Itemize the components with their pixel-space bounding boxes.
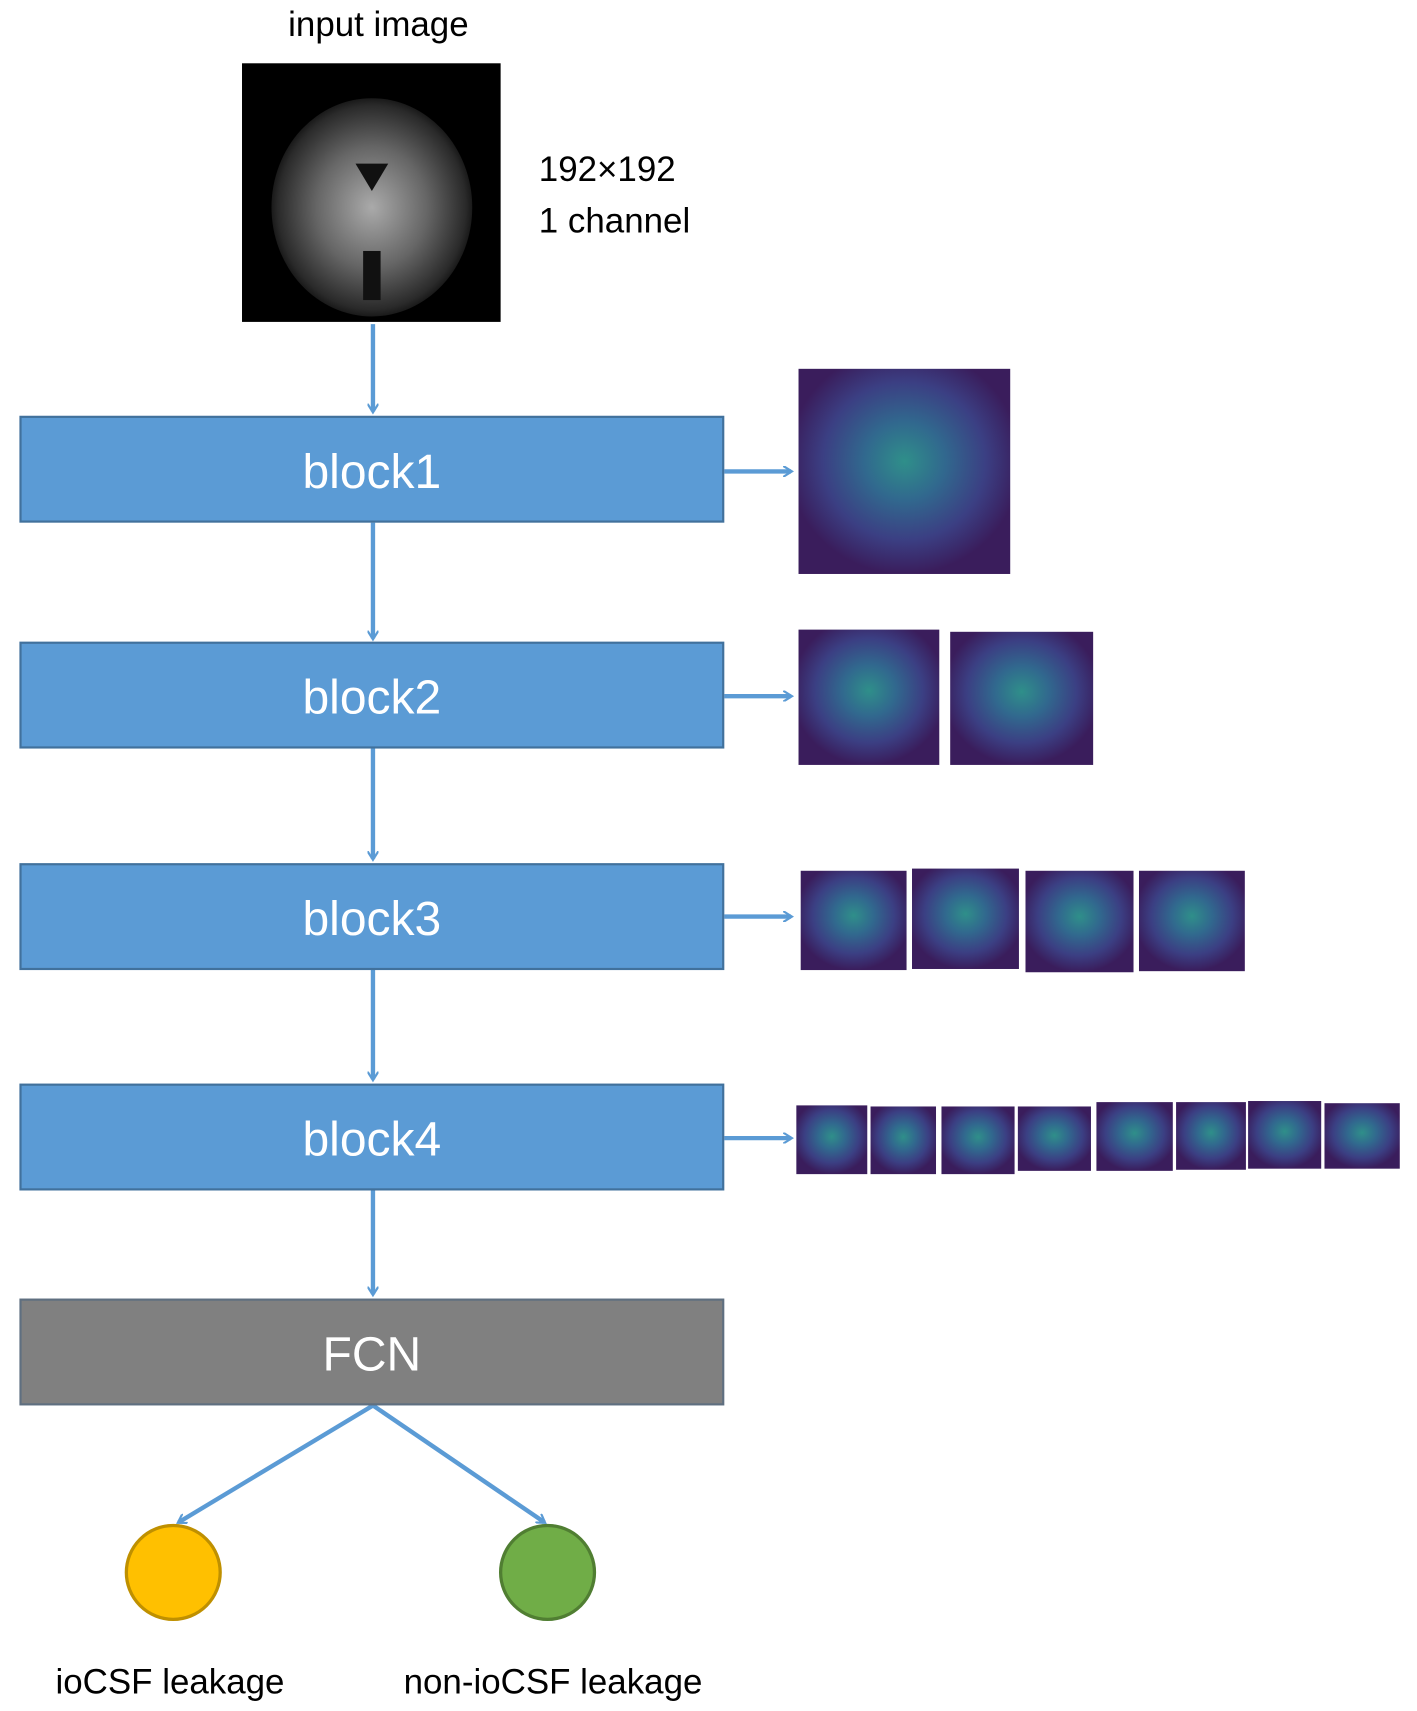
feature-maps-block-1: [798, 368, 1011, 574]
block-2-label: block2: [302, 672, 441, 725]
ioCSF-output-label: ioCSF leakage: [56, 1663, 285, 1702]
flow-arrows: [179, 324, 791, 1525]
non-ioCSF-output-label: non-ioCSF leakage: [404, 1663, 703, 1702]
block-2: block2: [19, 641, 725, 749]
input-image-title: input image: [288, 5, 468, 44]
feature-maps-block-4: [796, 1101, 1400, 1175]
input-size-label: 192×192: [539, 150, 676, 189]
block-1: block1: [19, 415, 725, 523]
input-channel-label: 1 channel: [539, 201, 690, 240]
feature-maps-block-3: [800, 868, 1245, 973]
block-1-label: block1: [302, 446, 441, 499]
fcn-label: FCN: [323, 1329, 422, 1382]
input-mri-image: [242, 63, 501, 322]
block-3: block3: [19, 863, 725, 971]
block-4-label: block4: [302, 1114, 441, 1167]
feature-maps-block-2: [798, 629, 1094, 765]
block-3-label: block3: [302, 893, 441, 946]
block-4: block4: [19, 1083, 725, 1191]
fcn-block: FCN: [19, 1298, 725, 1406]
non-ioCSF-output-node: [498, 1523, 597, 1621]
ioCSF-output-node: [124, 1523, 222, 1621]
